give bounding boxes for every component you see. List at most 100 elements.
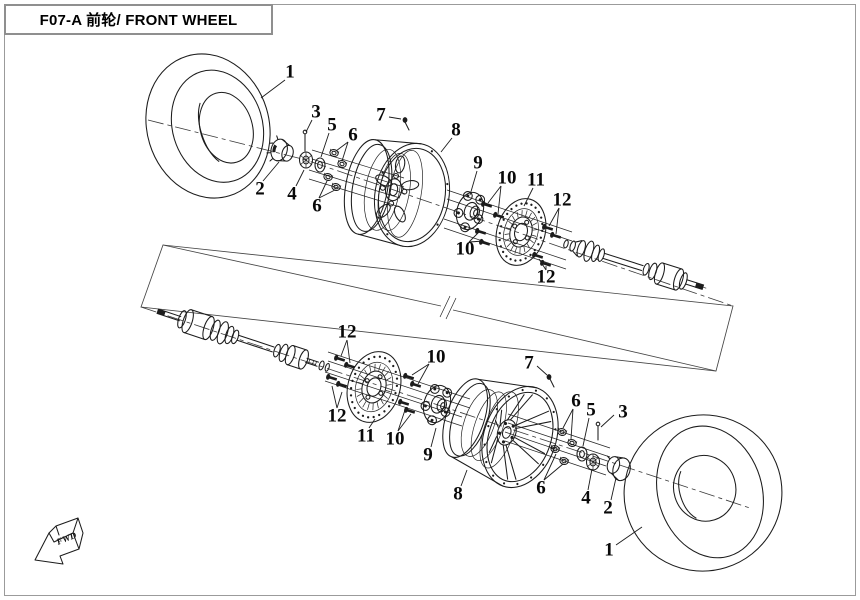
axis-line (507, 413, 611, 449)
stud-bolt (410, 380, 422, 388)
stud-bolt (479, 238, 491, 246)
stud-bolt (336, 380, 348, 388)
leader-line (460, 469, 468, 487)
leader-line (417, 363, 430, 385)
wheel-hub (420, 384, 453, 426)
leader-line (318, 189, 336, 199)
bolt (402, 117, 410, 131)
page-border (4, 4, 856, 596)
leader-line (397, 413, 412, 432)
leader-line (600, 414, 615, 428)
hub-cap (606, 455, 631, 482)
castle-nut (585, 453, 601, 471)
leader-line (320, 132, 330, 158)
stud-bolt (344, 361, 356, 369)
leader-line (340, 339, 348, 357)
part-callout-7: 7 (524, 353, 534, 374)
leader-line (468, 240, 485, 243)
part-callout-12: 12 (328, 406, 347, 427)
leader-line (523, 187, 534, 207)
stud-bolt (542, 223, 554, 231)
axis-line (327, 360, 471, 409)
axis-line (507, 422, 611, 458)
leader-line (262, 161, 280, 182)
leader-line (440, 137, 453, 153)
flange-nut (567, 438, 578, 448)
axle-reference-box (140, 244, 734, 372)
wheel-hub (453, 191, 486, 233)
part-callout-1: 1 (604, 540, 614, 561)
flange-nut (557, 427, 568, 437)
part-callout-6: 6 (536, 478, 546, 499)
axis-line (327, 351, 471, 400)
leader-line (487, 185, 502, 204)
fwd-arrow: FWD (34, 517, 84, 565)
axis-line (443, 227, 567, 270)
leader-line (411, 363, 430, 376)
leader-line (336, 391, 343, 409)
stud-bolt (404, 406, 416, 414)
leader-line (615, 526, 643, 546)
stud-bolt (540, 259, 552, 267)
washer (576, 446, 588, 462)
title-box: F07-A 前轮/ FRONT WHEEL (4, 4, 273, 35)
page-title: F07-A 前轮/ FRONT WHEEL (39, 12, 238, 29)
stud-bolt (550, 231, 562, 239)
wheel-rim-bottom (442, 378, 559, 489)
flange-nut (337, 159, 348, 169)
stud-bolt (326, 373, 338, 381)
castle-nut (298, 151, 314, 169)
part-callout-8: 8 (453, 484, 463, 505)
leader-line (610, 477, 617, 501)
leader-line (331, 385, 338, 409)
axis-line (443, 218, 567, 261)
part-callout-4: 4 (581, 488, 591, 509)
leader-line (295, 169, 305, 187)
axis-line (324, 371, 463, 418)
leader-line (469, 170, 478, 196)
part-callout-6: 6 (348, 125, 358, 146)
centerline-top (147, 119, 734, 307)
leader-line (468, 230, 481, 243)
axis-line (504, 431, 607, 467)
axis-line (324, 380, 463, 427)
part-callout-5: 5 (327, 115, 337, 136)
wheel-rim-top (343, 139, 451, 248)
part-callout-3: 3 (618, 402, 628, 423)
part-callout-5: 5 (586, 400, 596, 421)
leader-line (548, 207, 560, 227)
part-callout-1: 1 (285, 62, 295, 83)
leader-line (318, 180, 328, 199)
part-callout-4: 4 (287, 184, 297, 205)
leader-line (346, 339, 351, 364)
leader-line (562, 408, 574, 429)
part-callout-6: 6 (312, 196, 322, 217)
brake-disc (346, 351, 402, 423)
axis-line (504, 440, 607, 476)
part-callout-10: 10 (498, 168, 517, 189)
part-callout-12: 12 (553, 190, 572, 211)
generated-parts (323, 148, 578, 466)
leader-line (388, 116, 402, 120)
part-callout-6: 6 (571, 391, 581, 412)
part-callout-12: 12 (537, 267, 556, 288)
axis-line (308, 178, 401, 208)
drive-shaft-top (563, 239, 707, 291)
part-callout-3: 3 (311, 102, 321, 123)
washer (314, 157, 326, 173)
tire-bottom (623, 414, 783, 572)
brake-disc (495, 198, 547, 266)
leader-line (538, 258, 547, 271)
cotter-pin (595, 421, 601, 441)
leader-line (497, 185, 502, 215)
leader-line (397, 406, 407, 432)
leader-line (587, 468, 593, 491)
part-callout-12: 12 (338, 322, 357, 343)
stud-bolt (493, 211, 505, 219)
part-callout-11: 11 (357, 426, 375, 447)
leader-line (341, 141, 349, 162)
leader-line (260, 79, 286, 99)
drive-shaft-bottom (156, 308, 330, 372)
